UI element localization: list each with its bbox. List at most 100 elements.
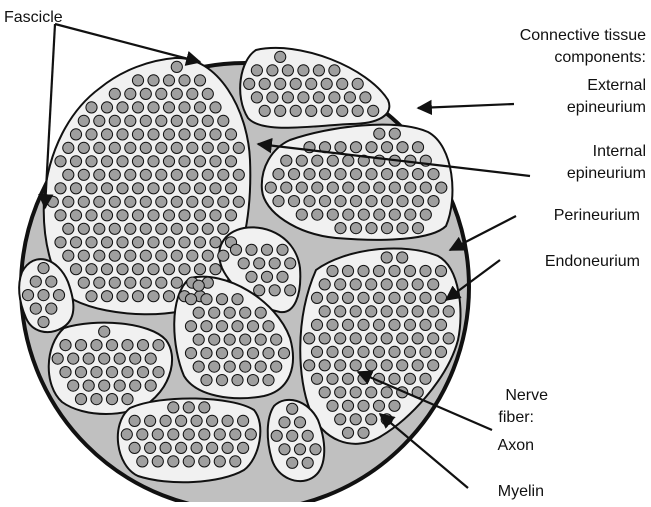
nerve-fiber (140, 142, 151, 153)
nerve-fiber (194, 75, 205, 86)
nerve-fiber (187, 250, 198, 261)
nerve-fiber (193, 361, 204, 372)
internal-epineurium-label-line1: Internal (593, 143, 646, 160)
nerve-fiber (171, 223, 182, 234)
nerve-fiber (185, 348, 196, 359)
nerve-fiber (222, 415, 233, 426)
nerve-fiber (259, 78, 270, 89)
nerve-fiber (259, 105, 270, 116)
nerve-fiber (319, 306, 330, 317)
nerve-fiber (207, 415, 218, 426)
nerve-fiber (78, 169, 89, 180)
nerve-fiber (94, 142, 105, 153)
nerve-fiber (273, 196, 284, 207)
nerve-fiber (187, 169, 198, 180)
nerve-fiber (352, 78, 363, 89)
nerve-fiber (342, 292, 353, 303)
nerve-fiber (319, 360, 330, 371)
nerve-fiber (287, 430, 298, 441)
nerve-fiber (156, 250, 167, 261)
nerve-fiber (251, 92, 262, 103)
nerve-fiber (298, 65, 309, 76)
nerve-fiber (412, 279, 423, 290)
nerve-fiber (218, 223, 229, 234)
nerve-fiber (224, 307, 235, 318)
nerve-fiber (306, 78, 317, 89)
nerve-fiber (327, 400, 338, 411)
nerve-fiber (265, 182, 276, 193)
nerve-fiber (327, 346, 338, 357)
nerve-fiber (171, 250, 182, 261)
nerve-fiber (428, 169, 439, 180)
nerve-fiber (193, 280, 204, 291)
nerve-fiber (312, 209, 323, 220)
nerve-fiber (179, 129, 190, 140)
nerve-fiber (53, 290, 64, 301)
nerve-fiber (327, 265, 338, 276)
nerve-fiber (271, 361, 282, 372)
nerve-fiber (86, 183, 97, 194)
nerve-fiber (171, 142, 182, 153)
nerve-fiber (287, 403, 298, 414)
nerve-fiber (140, 223, 151, 234)
nerve-fiber (366, 414, 377, 425)
nerve-fiber (216, 375, 227, 386)
nerve-fiber (374, 209, 385, 220)
nerve-fiber (106, 340, 117, 351)
nerve-fiber (436, 182, 447, 193)
nerve-fiber (145, 415, 156, 426)
nerve-fiber (335, 333, 346, 344)
nerve-fiber (435, 346, 446, 357)
nerve-fiber (381, 252, 392, 263)
nerve-fiber (397, 279, 408, 290)
nerve-fiber (75, 340, 86, 351)
nerve-fiber (254, 285, 265, 296)
nerve-fiber (420, 182, 431, 193)
nerve-fiber (125, 250, 136, 261)
nerve-fiber (94, 277, 105, 288)
nerve-fiber (109, 223, 120, 234)
nerve-fiber (132, 210, 143, 221)
nerve-fiber (428, 306, 439, 317)
nerve-fiber (313, 92, 324, 103)
nerve-fiber (60, 367, 71, 378)
nerve-fiber (168, 456, 179, 467)
nerve-fiber (282, 65, 293, 76)
nerve-fiber (171, 61, 182, 72)
nerve-fiber (148, 129, 159, 140)
nerve-fiber (288, 196, 299, 207)
nerve-fiber (125, 115, 136, 126)
nerve-fiber (99, 380, 110, 391)
nerve-fiber (238, 415, 249, 426)
nerve-fiber (202, 196, 213, 207)
nerve-fiber (106, 367, 117, 378)
nerve-fiber (210, 102, 221, 113)
nerve-fiber (132, 156, 143, 167)
nerve-fiber (381, 333, 392, 344)
nerve-fiber (210, 156, 221, 167)
nerve-fiber (397, 360, 408, 371)
nerve-fiber (343, 209, 354, 220)
nerve-fiber (132, 129, 143, 140)
nerve-fiber (238, 442, 249, 453)
nerve-fiber (101, 183, 112, 194)
nerve-fiber (187, 115, 198, 126)
nerve-fiber (251, 65, 262, 76)
nerve-fiber (246, 244, 257, 255)
nerve-fiber (70, 264, 81, 275)
nerve-fiber (342, 373, 353, 384)
nerve-fiber (163, 291, 174, 302)
nerve-fiber (129, 442, 140, 453)
nerve-fiber (263, 348, 274, 359)
nerve-fiber (199, 429, 210, 440)
nerve-fiber (70, 183, 81, 194)
nerve-fiber (117, 264, 128, 275)
nerve-fiber (168, 402, 179, 413)
nerve-fiber (443, 306, 454, 317)
nerve-fiber (366, 169, 377, 180)
nerve-fiber (101, 102, 112, 113)
nerve-fiber (342, 319, 353, 330)
nerve-fiber (117, 291, 128, 302)
nerve-fiber-label-line1: Nerve (505, 387, 548, 404)
